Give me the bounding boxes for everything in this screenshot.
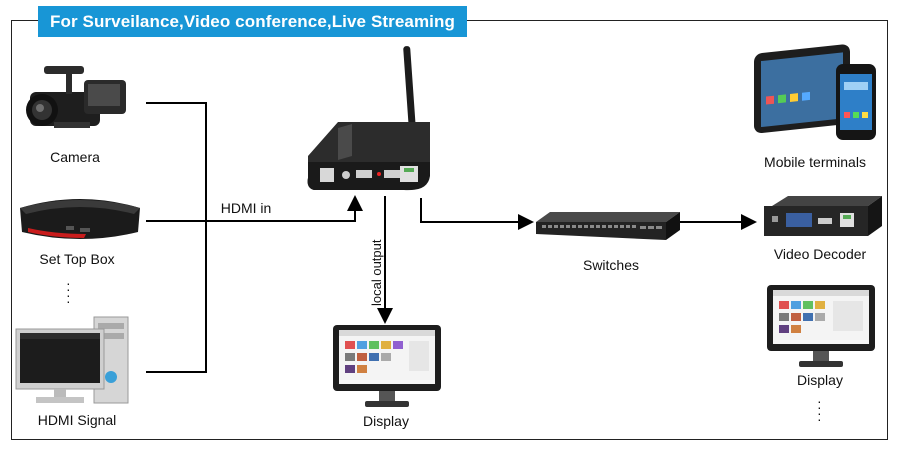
hdmi-in-line [146,195,363,222]
hdmi-in-label: HDMI in [220,200,272,216]
mobile-terminals-label: Mobile terminals [764,154,866,170]
camera-icon [26,66,126,128]
encoder-device-icon [307,46,430,191]
remote-display-label: Display [797,372,843,388]
local-display-icon [333,325,441,407]
video-decoder-icon [764,196,882,236]
local-display-label: Display [363,413,409,429]
desktop-computer-icon [15,316,129,404]
network-switch-icon [536,212,680,240]
set-top-box-icon [20,199,140,239]
diagram-title: For Surveilance,Video conference,Live St… [38,6,467,37]
sources-more-dots: ···· [66,275,71,309]
mobile-terminals-icon [754,44,876,140]
to-switch-line [420,198,534,230]
local-output-label: local output [369,239,384,307]
camera-line [146,102,207,373]
switches-label: Switches [582,257,640,273]
camera-label: Camera [50,149,100,165]
outputs-more-dots: ···· [817,393,822,427]
hdmi-signal-label: HDMI Signal [37,412,117,428]
remote-display-icon [767,285,875,367]
video-decoder-label: Video Decoder [773,246,867,262]
set-top-box-label: Set Top Box [39,251,115,267]
